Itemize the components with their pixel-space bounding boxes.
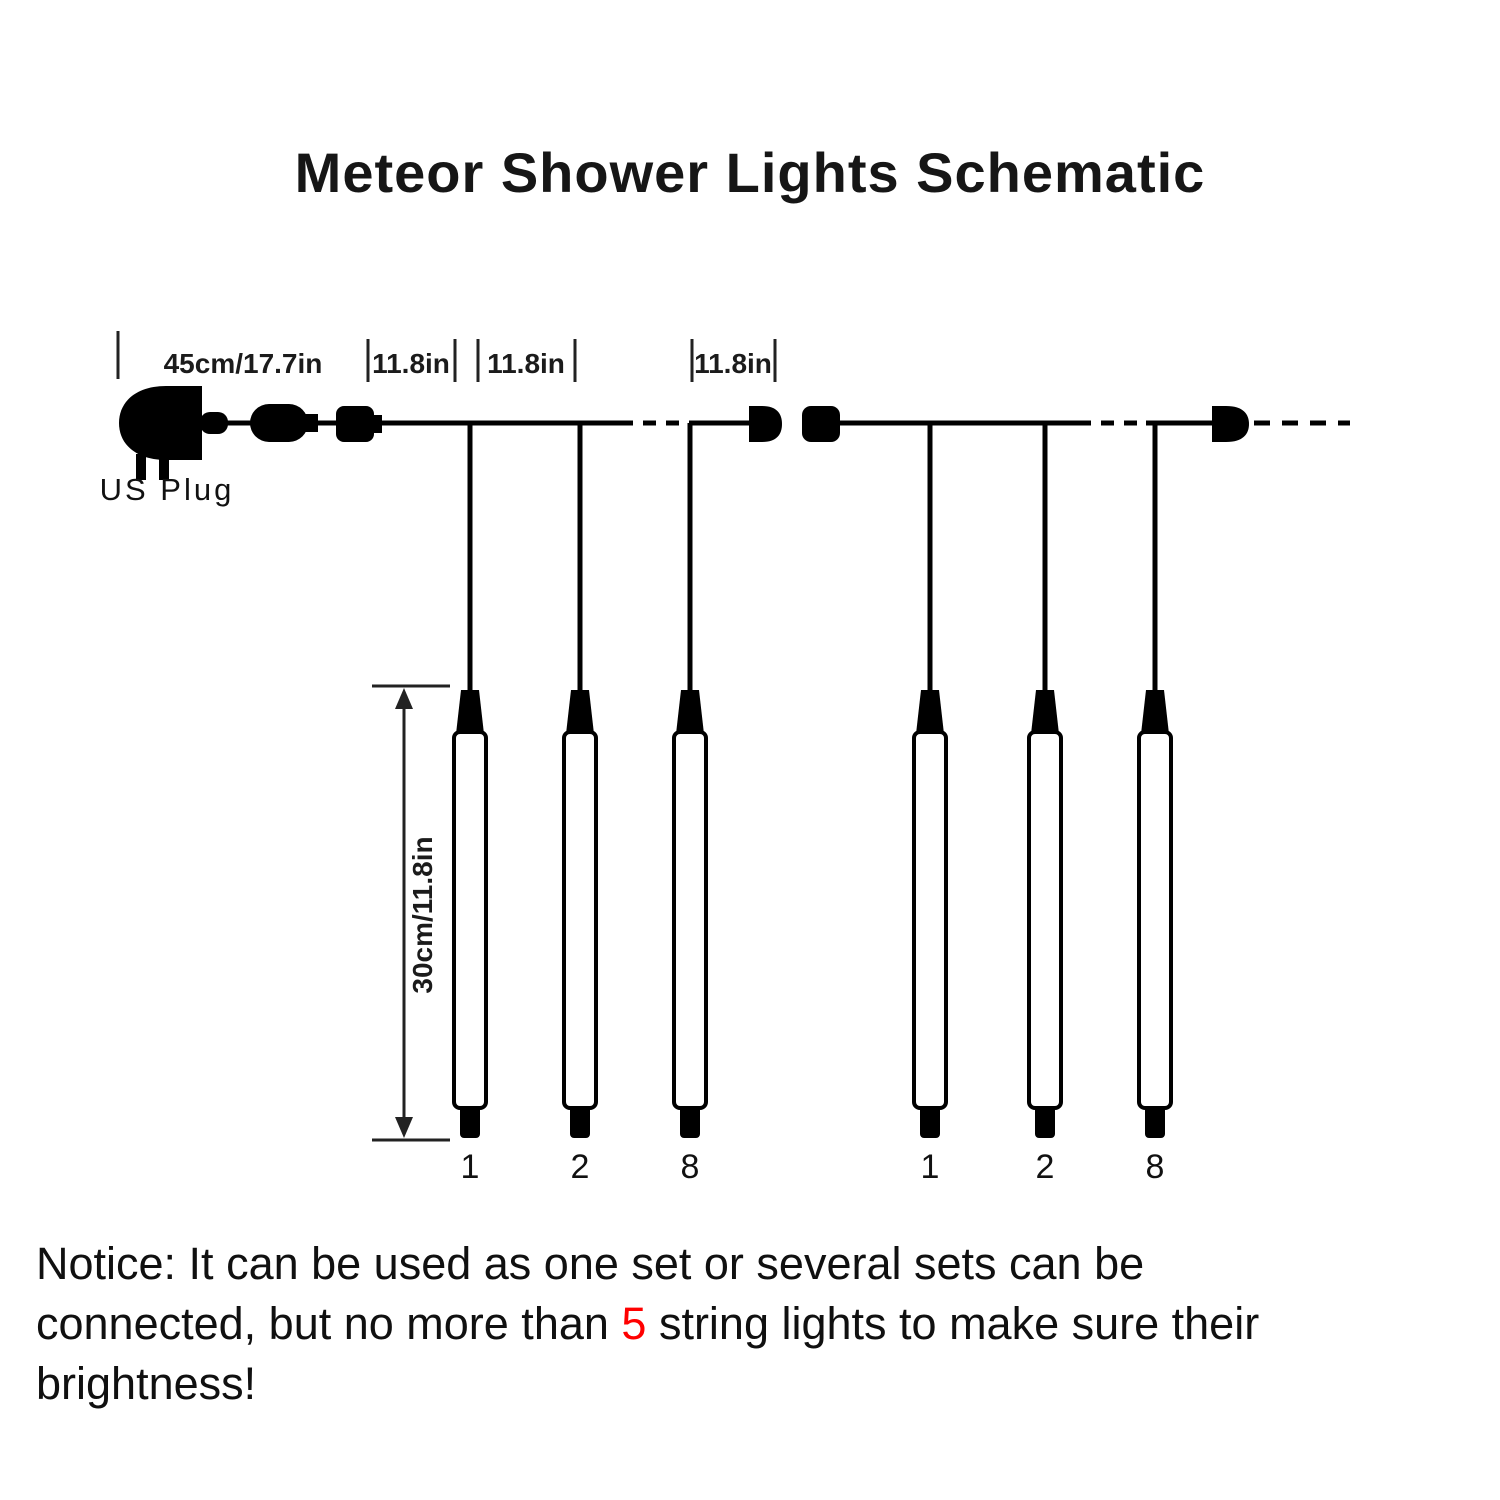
light-tube-6: 8 xyxy=(1137,423,1173,1186)
plug-body xyxy=(119,386,202,460)
tube-top-cap xyxy=(676,690,704,734)
dimension-ticks xyxy=(116,331,777,382)
tube-bottom-cap xyxy=(1035,1106,1055,1138)
light-tube-5: 2 xyxy=(1027,423,1063,1186)
male-connector-icon xyxy=(336,406,382,442)
adapter-body xyxy=(250,404,308,442)
end-connector-icon xyxy=(1212,406,1249,442)
tube-bottom-cap xyxy=(680,1106,700,1138)
notice-highlight: 5 xyxy=(621,1297,647,1349)
tube-bottom-cap xyxy=(570,1106,590,1138)
notice-text-segment: string lights to make sure their xyxy=(646,1297,1260,1349)
gap1-label: 11.8in xyxy=(372,348,450,379)
tube-body xyxy=(1027,730,1063,1110)
tube-top-cap xyxy=(566,690,594,734)
tube-number: 8 xyxy=(681,1148,700,1186)
tube-body xyxy=(1137,730,1173,1110)
arrow-up-icon xyxy=(395,688,413,709)
plug-cord-boot xyxy=(200,412,228,434)
tube-number: 2 xyxy=(571,1148,590,1186)
tube-number: 1 xyxy=(461,1148,480,1186)
tube-number: 1 xyxy=(921,1148,940,1186)
connector-nub xyxy=(370,415,382,433)
light-tube-2: 2 xyxy=(562,423,598,1186)
tube-top-cap xyxy=(916,690,944,734)
notice-line: brightness! xyxy=(36,1354,1481,1414)
tube-bottom-cap xyxy=(460,1106,480,1138)
tube-body xyxy=(912,730,948,1110)
light-tube-4: 1 xyxy=(912,423,948,1186)
tube-bottom-cap xyxy=(1145,1106,1165,1138)
notice-text-segment: connected, but no more than xyxy=(36,1297,622,1349)
inline-adapter-icon xyxy=(250,404,318,442)
tube-body xyxy=(452,730,488,1110)
tube-body xyxy=(672,730,708,1110)
tube-number: 8 xyxy=(1146,1148,1165,1186)
page-title: Meteor Shower Lights Schematic xyxy=(294,141,1206,204)
notice-line: Notice: It can be used as one set or sev… xyxy=(36,1234,1481,1294)
tube-length-label: 30cm/11.8in xyxy=(407,836,438,993)
dimension-labels: 45cm/17.7in 11.8in 11.8in 11.8in xyxy=(164,348,772,379)
connector-body xyxy=(1212,406,1249,442)
set-connector-male-icon xyxy=(802,406,840,442)
tube-bottom-cap xyxy=(920,1106,940,1138)
tube-top-cap xyxy=(1031,690,1059,734)
us-plug-icon xyxy=(119,386,228,480)
gap3-label: 11.8in xyxy=(694,348,772,379)
connector-body xyxy=(802,406,840,442)
notice-text-segment: Notice: It can be used as one set or sev… xyxy=(36,1238,1145,1289)
connector-body xyxy=(336,406,374,442)
notice-block: Notice: It can be used as one set or sev… xyxy=(36,1234,1481,1414)
tube-top-cap xyxy=(456,690,484,734)
us-plug-label: US Plug xyxy=(100,472,235,507)
tube-length-dimension xyxy=(372,684,450,1142)
plug-prong xyxy=(136,454,146,480)
lead-length-label: 45cm/17.7in xyxy=(164,348,323,379)
notice-text-segment: brightness! xyxy=(36,1357,257,1409)
light-tube-3: 8 xyxy=(672,423,708,1186)
set-connector-female-icon xyxy=(749,406,782,442)
light-tube-1: 1 xyxy=(452,423,488,1186)
connector-body xyxy=(749,406,782,442)
arrow-down-icon xyxy=(395,1117,413,1138)
gap2-label: 11.8in xyxy=(487,348,565,379)
tube-top-cap xyxy=(1141,690,1169,734)
adapter-nub xyxy=(303,414,318,432)
tube-number: 2 xyxy=(1036,1148,1055,1186)
tube-body xyxy=(562,730,598,1110)
notice-line: connected, but no more than 5 string lig… xyxy=(36,1294,1481,1354)
plug-prong xyxy=(159,454,169,480)
